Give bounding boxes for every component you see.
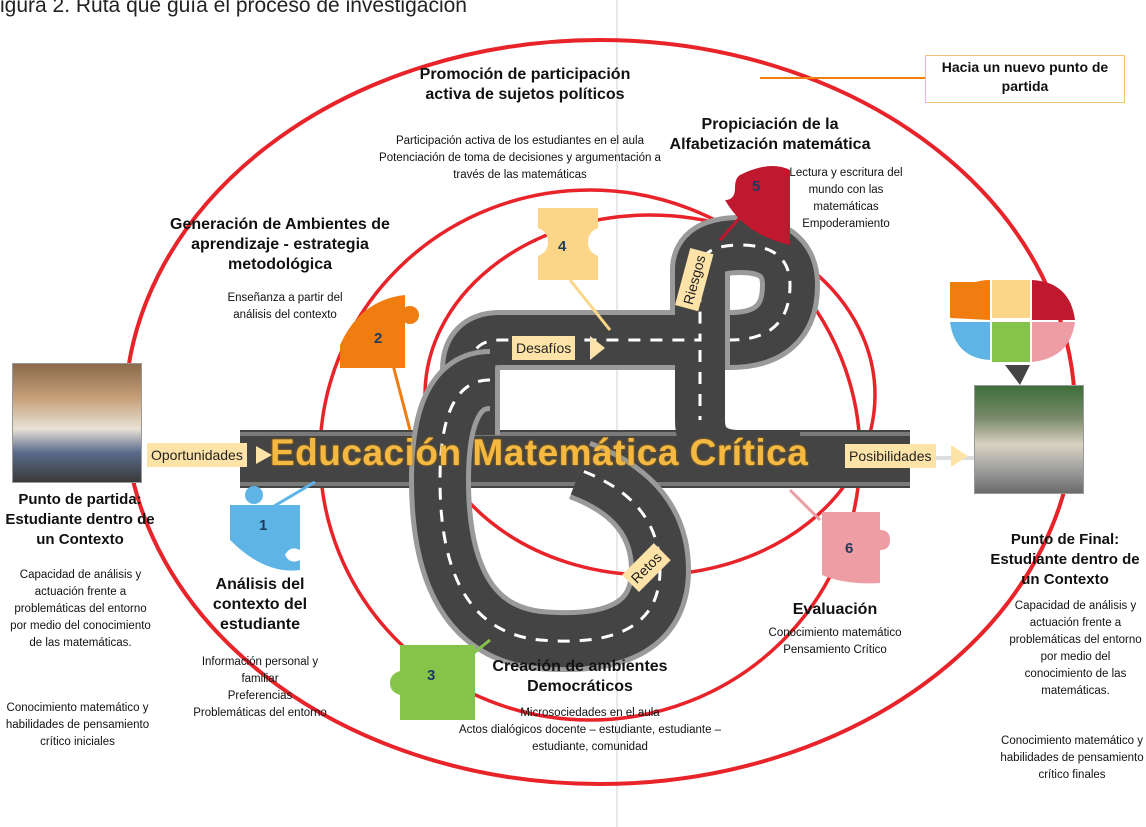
end-desc2: Conocimiento matemático y habilidades de…	[1000, 735, 1144, 781]
stage-1-title: Análisis del contexto del estudiante	[212, 576, 308, 633]
puzzle-piece-3	[390, 645, 475, 720]
stage-2-number: 2	[374, 330, 383, 347]
end-desc: Capacidad de análisis y actuación frente…	[1009, 600, 1142, 697]
stage-6-item: Conocimiento matemático	[768, 627, 902, 639]
stage-3-item: Actos dialógicos docente – estudiante, e…	[458, 724, 722, 753]
stage-1-item: Preferencias	[227, 690, 293, 702]
stage-2-items: Enseñanza a partir del análisis del cont…	[210, 290, 360, 324]
road-right-loop	[675, 350, 800, 480]
completed-puzzle	[950, 280, 1075, 385]
start-title: Punto de partida: Estudiante dentro de u…	[5, 491, 155, 548]
stage-2-title: Generación de Ambientes de aprendizaje -…	[170, 216, 390, 273]
stage-5-item: Lectura y escritura del mundo con las ma…	[789, 167, 903, 213]
stage-6-number: 6	[845, 540, 854, 557]
puzzle-piece-5	[725, 166, 790, 245]
start-photo	[12, 363, 142, 483]
start-desc2: Conocimiento matemático y habilidades de…	[5, 702, 150, 748]
stage-6-item: Pensamiento Crítico	[783, 644, 887, 656]
puzzle-piece-6	[822, 512, 890, 584]
start-desc: Capacidad de análisis y actuación frente…	[10, 569, 151, 649]
puzzle-piece-2	[340, 295, 419, 368]
stage-3-title: Creación de ambientes Democráticos	[492, 658, 668, 695]
stage-5-number: 5	[752, 178, 761, 195]
puzzle-piece-4	[538, 208, 598, 280]
new-start-box: Hacia un nuevo punto de partida	[925, 55, 1125, 103]
stage-5-items: Lectura y escritura del mundo con las ma…	[785, 165, 907, 233]
stage-4-number: 4	[558, 238, 567, 255]
label-desafios: Desafíos	[512, 336, 576, 360]
center-divider	[616, 0, 618, 827]
puzzle-piece-1	[230, 486, 300, 571]
stage-4-title: Promoción de participación activa de suj…	[419, 66, 631, 103]
stage-3-items: Microsociedades en el aula Actos dialógi…	[445, 705, 735, 756]
stage-6-items: Conocimiento matemático Pensamiento Crít…	[755, 625, 915, 659]
end-photo	[974, 385, 1084, 494]
oportunidades-arrow-tip	[256, 446, 272, 464]
label-posibilidades: Posibilidades	[845, 444, 936, 468]
stage-1-number: 1	[259, 517, 268, 534]
stage-4-items: Participación activa de los estudiantes …	[370, 133, 670, 184]
stage-3-item: Microsociedades en el aula	[520, 707, 660, 719]
stage-6-title: Evaluación	[792, 601, 878, 618]
stage-1-item: Problemáticas del entorno	[193, 707, 327, 719]
stage-4-item: Participación activa de los estudiantes …	[395, 135, 645, 147]
posibilidades-arrow-tip	[951, 445, 968, 467]
stage-3-number: 3	[427, 667, 436, 684]
stage-2-item: Enseñanza a partir del análisis del cont…	[227, 292, 343, 321]
stage-1-items: Información personal y familiar Preferen…	[185, 654, 335, 722]
stage-5-title: Propiciación de la Alfabetización matemá…	[669, 116, 871, 153]
center-title: Educación Matemática Crítica	[270, 432, 809, 473]
stage-1-item: Información personal y familiar	[201, 656, 319, 685]
stage-4-item: Potenciación de toma de decisiones y arg…	[379, 152, 661, 181]
end-title: Punto de Final: Estudiante dentro de un …	[990, 531, 1140, 588]
figure-caption: igura 2. Ruta que guía el proceso de inv…	[0, 0, 467, 17]
desafios-arrow-tip	[590, 336, 605, 360]
label-oportunidades: Oportunidades	[147, 443, 247, 467]
stage-5-item: Empoderamiento	[802, 218, 890, 230]
